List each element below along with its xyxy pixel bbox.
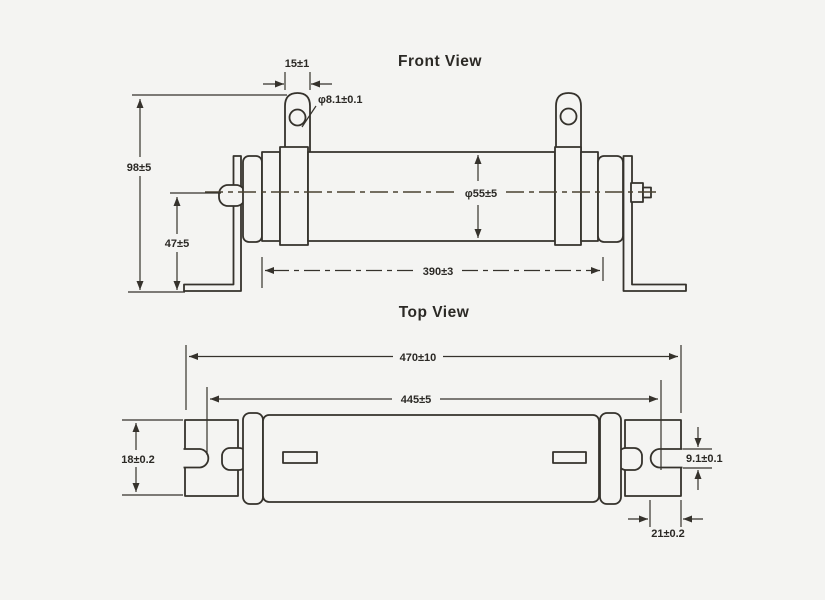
dim-label-body-diameter: φ55±5 bbox=[465, 188, 497, 200]
top-right-end-cap bbox=[599, 412, 622, 505]
dim-overall-length: 470±10 bbox=[185, 345, 682, 413]
front-right-bracket bbox=[622, 155, 687, 292]
dim-bracket-length: 21±0.2 bbox=[628, 500, 703, 540]
dim-overall-height: 98±5 bbox=[127, 94, 287, 293]
top-left-end-cap bbox=[242, 412, 264, 505]
top-body-slot-right bbox=[552, 451, 587, 464]
dim-label-slot-width: 9.1±0.1 bbox=[686, 453, 723, 465]
top-body-slot-left bbox=[282, 451, 318, 464]
dim-slot-width: 9.1±0.1 bbox=[683, 427, 723, 490]
dim-body-diameter: φ55±5 bbox=[465, 155, 497, 238]
front-view: 15±1 φ8.1±0.1 98±5 47±5 φ55±5 bbox=[127, 53, 687, 293]
dim-label-tab-width: 15±1 bbox=[285, 58, 309, 70]
front-right-tab-hole bbox=[559, 107, 578, 126]
front-left-end-cap bbox=[242, 155, 263, 243]
dim-label-center-height: 47±5 bbox=[165, 238, 189, 250]
dim-label-bracket-width: 18±0.2 bbox=[121, 454, 155, 466]
dim-label-overall-length: 470±10 bbox=[400, 352, 437, 364]
front-view-title: Front View bbox=[398, 53, 482, 70]
resistor-body-front bbox=[307, 151, 556, 242]
resistor-body-top bbox=[262, 414, 600, 503]
dim-label-overall-height: 98±5 bbox=[127, 162, 151, 174]
front-right-ring bbox=[580, 151, 599, 242]
dim-body-length: 390±3 bbox=[261, 257, 604, 288]
front-left-bracket bbox=[183, 155, 242, 292]
front-left-ring bbox=[261, 151, 281, 242]
dim-slot-span: 445±5 bbox=[206, 380, 662, 470]
top-right-mounting-slot bbox=[649, 448, 683, 469]
dim-label-hole-diameter: φ8.1±0.1 bbox=[318, 94, 363, 106]
top-left-mounting-slot bbox=[183, 448, 210, 469]
dim-label-slot-span: 445±5 bbox=[401, 394, 432, 406]
top-view-title: Top View bbox=[399, 304, 470, 321]
front-left-band bbox=[279, 146, 309, 246]
dim-hole-diameter: φ8.1±0.1 bbox=[301, 94, 363, 128]
dim-label-bracket-length: 21±0.2 bbox=[651, 528, 685, 540]
dim-bracket-width: 18±0.2 bbox=[121, 419, 183, 496]
front-right-end-cap bbox=[597, 155, 624, 243]
dim-tab-width: 15±1 bbox=[263, 58, 332, 90]
front-right-band bbox=[554, 146, 582, 246]
front-left-tab-hole bbox=[288, 108, 307, 127]
dim-center-height: 47±5 bbox=[165, 192, 221, 290]
front-left-terminal bbox=[218, 184, 246, 207]
top-view: 470±10 445±5 18±0.2 9.1±0.1 bbox=[121, 304, 722, 540]
dim-label-body-length: 390±3 bbox=[423, 266, 454, 278]
